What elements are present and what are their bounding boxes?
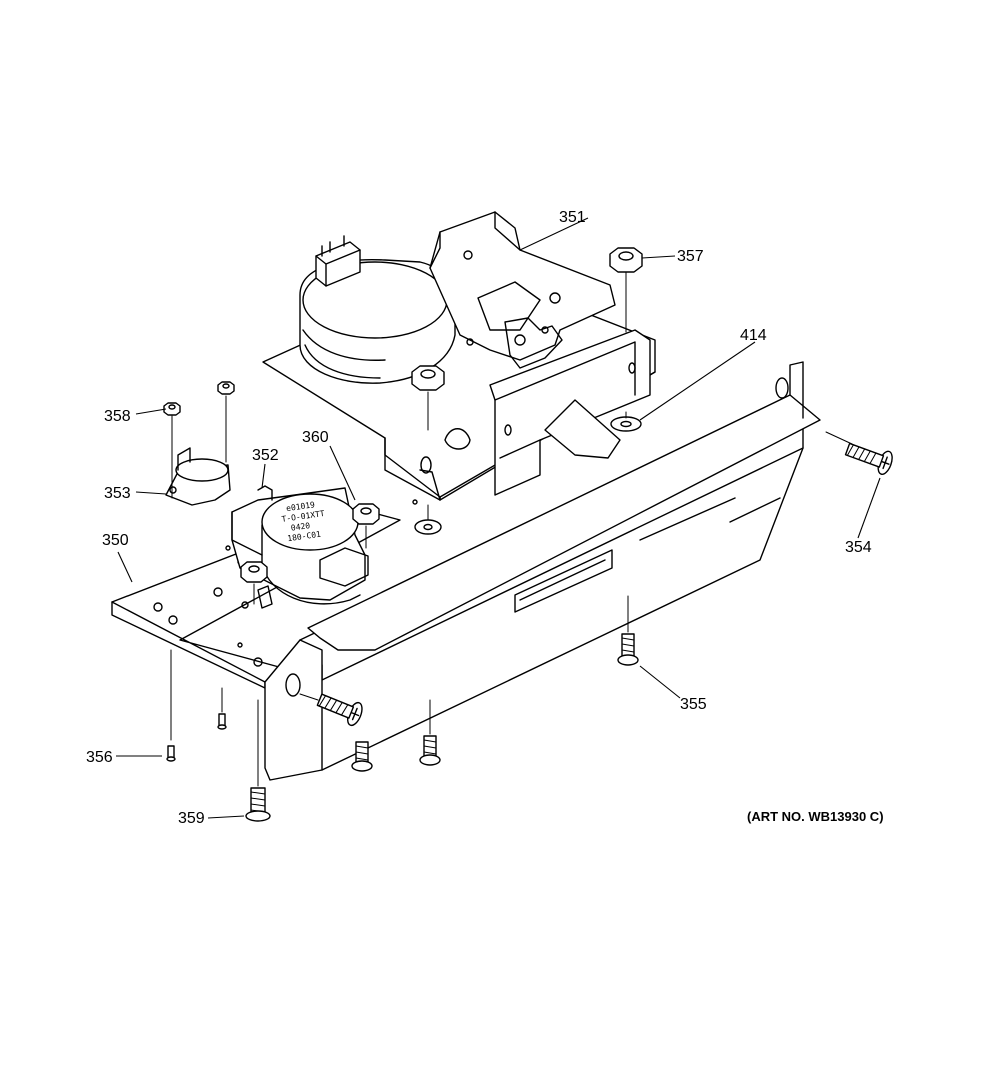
callout-351: 351 — [559, 209, 586, 226]
washers — [414, 416, 642, 535]
callout-360: 360 — [302, 429, 329, 446]
callout-359: 359 — [178, 810, 205, 827]
main-bracket — [419, 329, 651, 501]
leader-lines — [116, 217, 881, 819]
small-thermostat — [165, 447, 231, 506]
front-bracket — [264, 361, 821, 781]
callout-352: 352 — [252, 447, 279, 464]
art-number: (ART NO. WB13930 C) — [747, 809, 884, 824]
screws — [166, 442, 893, 822]
motor-assembly — [299, 211, 616, 384]
stamp-line-4: e01019 — [286, 500, 316, 513]
callout-353: 353 — [104, 485, 131, 502]
stamp-line-2: 0420 — [290, 521, 311, 533]
callout-356: 356 — [86, 749, 113, 766]
callout-414: 414 — [740, 327, 767, 344]
callout-354: 354 — [845, 539, 872, 556]
callout-355: 355 — [680, 696, 707, 713]
callout-labels: 351 357 414 358 360 352 353 350 354 355 … — [86, 209, 872, 827]
callout-350: 350 — [102, 532, 129, 549]
callout-357: 357 — [677, 248, 704, 265]
callout-358: 358 — [104, 408, 131, 425]
alignment-lines — [170, 271, 853, 787]
hex-nuts — [163, 247, 643, 583]
